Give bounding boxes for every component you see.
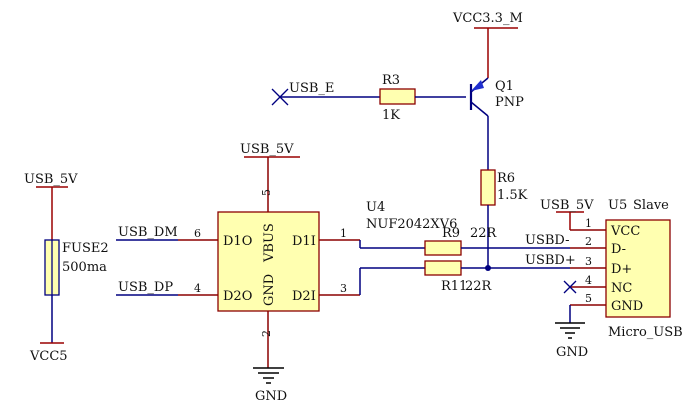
usb5v-mid-label: USB_5V bbox=[240, 142, 294, 157]
u5-pin4-number: 4 bbox=[585, 274, 592, 287]
usb5v-left-label: USB_5V bbox=[24, 172, 78, 187]
q1-emitter-arrow bbox=[471, 80, 484, 91]
u5-pin1-number: 1 bbox=[585, 217, 592, 230]
u5-value: Micro_USB bbox=[608, 325, 683, 340]
u5-pin4-label: NC bbox=[611, 281, 632, 296]
u4-vbus-pin-number: 5 bbox=[260, 189, 273, 196]
r3-body bbox=[379, 88, 416, 105]
r6-resistor: R6 1.5K bbox=[480, 169, 528, 268]
gnd-mid-label: GND bbox=[255, 389, 287, 404]
u4-chip: USB_5V 5 VBUS GND D1O D2O D1I D2I USB_DM… bbox=[116, 142, 457, 368]
u4-d2o-label: D2O bbox=[223, 289, 252, 304]
vcc33-rail: VCC3.3_M bbox=[452, 11, 523, 78]
u4-vbus-label: VBUS bbox=[262, 223, 277, 263]
q1-designator: Q1 bbox=[495, 79, 514, 94]
u5-pin3-number: 3 bbox=[585, 255, 592, 268]
u5-title: Slave bbox=[633, 198, 669, 213]
q1-transistor: Q1 PNP bbox=[469, 77, 524, 170]
u4-d1o-pin-number: 6 bbox=[194, 227, 201, 240]
usb-dp-label: USB_DP bbox=[118, 280, 173, 295]
r9-value: 22R bbox=[470, 226, 498, 241]
u5-nc-x2 bbox=[563, 280, 577, 294]
u4-gnd-label: GND bbox=[262, 274, 277, 306]
u4-value: NUF2042XV6 bbox=[366, 217, 457, 232]
r6-value: 1.5K bbox=[497, 188, 528, 203]
u4-d2i-pin-number: 3 bbox=[340, 282, 347, 295]
u5-pin3-label: D+ bbox=[611, 262, 632, 277]
u5-pin2-number: 2 bbox=[585, 235, 592, 248]
gnd-mid-symbol: GND bbox=[253, 367, 287, 404]
r3-value: 1K bbox=[382, 108, 400, 123]
r9-body bbox=[424, 240, 462, 256]
q1-collector-leg bbox=[470, 101, 489, 117]
vcc33-label: VCC3.3_M bbox=[452, 11, 523, 26]
fuse2-value: 500ma bbox=[62, 260, 107, 275]
gnd-right-symbol: GND bbox=[555, 322, 588, 360]
gnd-right-label: GND bbox=[556, 345, 588, 360]
r6-body bbox=[480, 169, 496, 206]
u4-d2i-label: D2I bbox=[292, 289, 316, 304]
u5-designator: U5 bbox=[608, 198, 627, 213]
u4-designator: U4 bbox=[366, 200, 385, 215]
data-lines: R9 22R R11 22R USBD- USBD+ bbox=[359, 226, 576, 295]
u4-d1i-label: D1I bbox=[292, 234, 316, 249]
r6-designator: R6 bbox=[497, 171, 515, 186]
r3-resistor: R3 1K bbox=[379, 73, 466, 123]
usbd-minus-label: USBD- bbox=[525, 233, 569, 248]
u5-pin5-number: 5 bbox=[585, 292, 592, 305]
u5-pin1-label: VCC bbox=[610, 224, 640, 239]
vcc5-label: VCC5 bbox=[29, 349, 68, 364]
fuse2-branch: USB_5V VCC5 FUSE2 500ma bbox=[24, 172, 109, 364]
u4-d1i-pin-number: 1 bbox=[340, 227, 347, 240]
r11-designator: R11 bbox=[441, 279, 467, 294]
usb-e-label: USB_E bbox=[289, 81, 334, 96]
u5-pin2-label: D- bbox=[611, 242, 626, 257]
q1-value: PNP bbox=[495, 95, 524, 110]
usb5v-conn-label: USB_5V bbox=[540, 198, 594, 213]
u4-d1o-label: D1O bbox=[223, 234, 252, 249]
r9-designator: R9 bbox=[442, 226, 460, 241]
fuse2-designator: FUSE2 bbox=[62, 241, 109, 256]
u4-d2o-pin-number: 4 bbox=[194, 282, 201, 295]
u4-gnd-pin-number: 2 bbox=[260, 330, 273, 337]
r3-designator: R3 bbox=[382, 73, 400, 88]
r6-junction bbox=[485, 265, 491, 271]
usb-dm-label: USB_DM bbox=[118, 225, 178, 240]
u5-pin5-label: GND bbox=[611, 299, 643, 314]
usb-e-net: USB_E bbox=[271, 81, 380, 106]
u5-body bbox=[605, 219, 671, 318]
u5-connector: USB_5V U5 Slave Micro_USB 1 2 3 4 5 VCC … bbox=[540, 198, 683, 340]
u4-body bbox=[217, 211, 320, 312]
r11-value: 22R bbox=[465, 279, 493, 294]
r11-body bbox=[424, 260, 462, 276]
usbd-plus-label: USBD+ bbox=[525, 253, 576, 268]
